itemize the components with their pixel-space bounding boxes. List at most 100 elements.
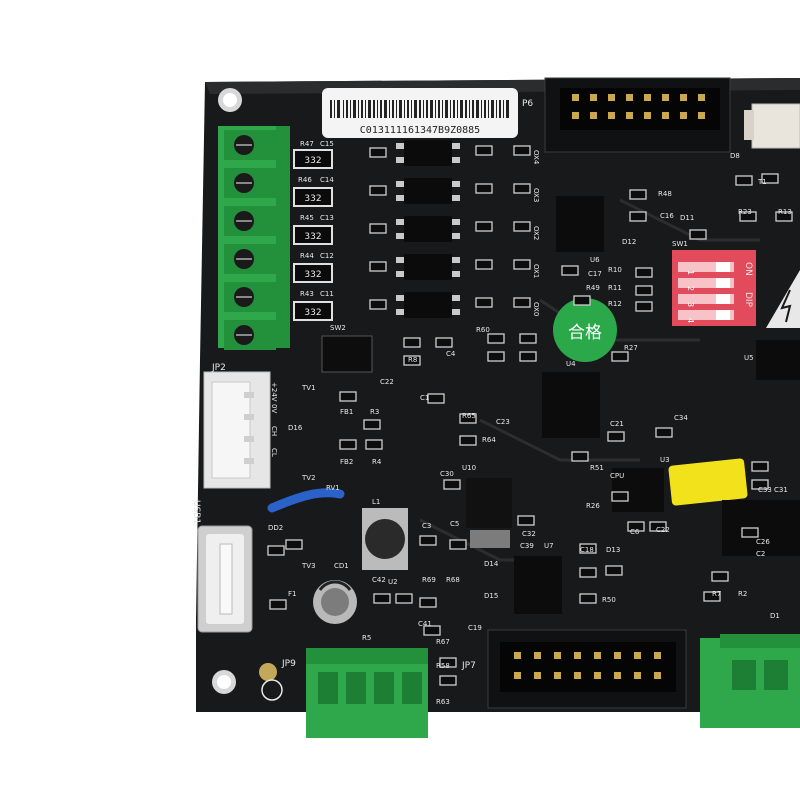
smd-component	[443, 479, 461, 490]
smd-component	[475, 145, 493, 156]
smd-component	[419, 535, 437, 546]
header-pin	[514, 652, 521, 659]
silk-label: R58	[436, 662, 450, 670]
optocoupler	[404, 292, 452, 318]
silk-label: C17	[588, 270, 602, 278]
silk-label: OX2	[532, 226, 540, 240]
silk-label: C15	[320, 140, 334, 148]
label-jp9: JP9	[281, 659, 296, 669]
silk-label: FB1	[340, 408, 353, 416]
switch-sw2[interactable]	[321, 335, 373, 373]
silk-label: C3	[422, 522, 431, 530]
smd-component	[285, 539, 303, 550]
smd-component	[519, 351, 537, 362]
silk-label: C26	[756, 538, 770, 546]
resistor-332	[293, 149, 333, 169]
header-pin	[572, 94, 579, 101]
silk-label: CH	[270, 426, 278, 436]
silk-label: T1	[757, 178, 767, 186]
qc-sticker-text: 合格	[568, 323, 602, 343]
silk-label: C21	[610, 420, 624, 428]
silk-label: U3	[660, 456, 670, 464]
smd-component	[369, 147, 387, 158]
smd-component	[475, 183, 493, 194]
resistor-code: 332	[304, 232, 321, 242]
smd-component	[711, 571, 729, 582]
silk-label: R50	[602, 596, 616, 604]
varistor-rv1	[267, 488, 345, 513]
header-pin	[594, 652, 601, 659]
smd-component	[635, 301, 653, 312]
smd-component	[741, 527, 759, 538]
silk-label: R7	[712, 590, 721, 598]
label-sw1: SW1	[672, 240, 688, 248]
header-pin	[698, 112, 705, 119]
ic-cpu	[612, 468, 664, 512]
smd-component	[449, 539, 467, 550]
smd-component	[579, 593, 597, 604]
smd-component	[369, 261, 387, 272]
silk-label: C34	[674, 414, 688, 422]
silk-label: R64	[482, 436, 496, 444]
header-pin	[626, 94, 633, 101]
dip-position-label: 1	[686, 270, 695, 275]
smd-component	[655, 427, 673, 438]
resistor-332	[293, 187, 333, 207]
silk-label: C11	[320, 290, 334, 298]
header-pin	[662, 112, 669, 119]
smd-component	[487, 351, 505, 362]
header-pin	[608, 112, 615, 119]
smd-component	[611, 491, 629, 502]
silk-label: U10	[462, 464, 476, 472]
smd-component	[605, 565, 623, 576]
smd-component	[487, 333, 505, 344]
smd-component	[369, 185, 387, 196]
terminal-block-right	[700, 634, 800, 728]
header-pin	[574, 672, 581, 679]
silk-label: D14	[484, 560, 499, 568]
label-sw2: SW2	[330, 324, 346, 332]
header-pin	[590, 94, 597, 101]
silk-label: U5	[744, 354, 754, 362]
dip-position-label: 4	[686, 318, 695, 323]
smd-component	[571, 451, 589, 462]
silk-label: C4	[446, 350, 456, 358]
optocoupler	[404, 140, 452, 166]
smd-component	[475, 259, 493, 270]
silk-label: R65	[462, 412, 476, 420]
silk-label: C41	[418, 620, 432, 628]
silk-label: R67	[436, 638, 450, 646]
smd-component	[607, 431, 625, 442]
silk-label: RV1	[326, 484, 340, 492]
header-pin	[644, 94, 651, 101]
smd-component	[627, 521, 645, 532]
silk-label: TV1	[301, 384, 316, 392]
silk-label: R43	[300, 290, 314, 298]
header-pin	[514, 672, 521, 679]
smd-component	[561, 265, 579, 276]
silk-label: C39	[520, 542, 534, 550]
smd-component	[519, 333, 537, 344]
header-pin	[608, 94, 615, 101]
header-pin	[554, 672, 561, 679]
smd-component	[513, 297, 531, 308]
silk-label: OX4	[532, 150, 540, 165]
silk-label: C6	[630, 528, 640, 536]
silk-label: R10	[608, 266, 622, 274]
silk-label: CL	[270, 448, 278, 457]
silk-label: R49	[586, 284, 600, 292]
smd-component	[751, 479, 769, 490]
silk-label: CPU	[610, 472, 624, 480]
connector-jp2	[203, 371, 271, 489]
header-p6	[544, 77, 731, 153]
dip-switch[interactable]	[672, 250, 756, 326]
smd-component	[339, 439, 357, 450]
header-pin	[554, 652, 561, 659]
silk-label: F1	[288, 590, 296, 598]
smd-component	[363, 419, 381, 430]
silk-label: C30	[440, 470, 454, 478]
silk-label: D13	[606, 546, 620, 554]
header-pin	[614, 672, 621, 679]
silk-label: DD2	[268, 524, 283, 532]
